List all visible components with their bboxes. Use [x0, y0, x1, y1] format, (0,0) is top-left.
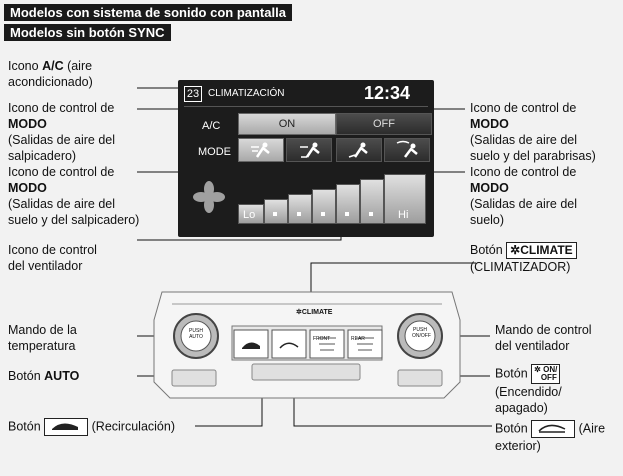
fan-hi-label: Hi: [398, 209, 409, 221]
push-auto-text: PUSH AUTO: [189, 328, 203, 340]
screen-time: 12:34: [364, 83, 411, 103]
push-onoff-text: PUSH ON/OFF: [412, 327, 431, 339]
header-models-no-sync: Modelos sin botón SYNC: [4, 24, 171, 41]
zone-number: 23: [184, 86, 202, 102]
leader-climate: [310, 262, 476, 301]
fan-level-6[interactable]: [360, 179, 384, 224]
label-onoff-btn: Botón ✲ ON/ OFF (Encendido/apagado): [495, 364, 562, 415]
ac-on-button[interactable]: ON: [238, 113, 336, 135]
fan-dot-2: [273, 212, 277, 216]
screen-title: CLIMATIZACIÓN: [208, 88, 285, 99]
fan-dot-3: [297, 212, 301, 216]
control-panel: [153, 291, 461, 399]
fan-lo-label: Lo: [243, 209, 256, 221]
front-defrost-button[interactable]: [310, 330, 344, 358]
dash-vent-icon: [251, 142, 270, 158]
label-climate-btn: Botón ✲CLIMATE (CLIMATIZADOR): [470, 242, 577, 275]
fresh-air-icon: [531, 420, 576, 438]
fan-level-3[interactable]: [288, 194, 312, 224]
panel-climate-label: ✲CLIMATE: [296, 309, 333, 316]
ac-off-button[interactable]: OFF: [336, 113, 432, 135]
fan-level-5[interactable]: [336, 184, 360, 224]
climate-icon: ✲CLIMATE: [506, 242, 577, 260]
temperature-knob[interactable]: [172, 312, 220, 360]
front-defrost-text: FRONT: [313, 336, 331, 342]
rear-defrost-button[interactable]: [348, 330, 382, 358]
fan-icon: [193, 181, 225, 213]
mode-floor-dash-button[interactable]: [286, 138, 332, 162]
mode-label: MODE: [198, 146, 231, 158]
on-off-icon: ✲ ON/ OFF: [531, 364, 561, 384]
floor-windshield-vent-icon: [396, 140, 418, 158]
screen-divider: [184, 106, 428, 107]
panel-button-row: [233, 329, 383, 359]
recirculation-button[interactable]: [234, 330, 268, 358]
ac-label: A/C: [202, 120, 221, 132]
climate-screen: 23 CLIMATIZACIÓN 12:34 A/C ON OFF MODE: [178, 80, 434, 237]
fan-control-knob[interactable]: [396, 312, 444, 360]
mode-floor-button[interactable]: [336, 138, 382, 162]
fan-level-hi[interactable]: [384, 174, 426, 224]
rear-defrost-text: REAR: [351, 336, 365, 342]
fresh-air-button[interactable]: [272, 330, 306, 358]
mode-floor-windshield-button[interactable]: [384, 138, 430, 162]
label-recirc-btn: Botón (Recirculación): [8, 418, 175, 436]
fan-dot-6: [369, 212, 373, 216]
fan-dot-5: [345, 212, 349, 216]
fan-level-2[interactable]: [264, 199, 288, 224]
label-auto-btn: Botón AUTO: [8, 369, 80, 383]
mode-dash-button[interactable]: [238, 138, 284, 162]
recirculation-icon: [44, 418, 89, 436]
fan-level-lo[interactable]: [238, 204, 264, 224]
floor-dash-vent-icon: [300, 142, 320, 158]
fan-level-4[interactable]: [312, 189, 336, 224]
fan-dot-4: [321, 212, 325, 216]
floor-vent-icon: [348, 142, 368, 158]
header-models-display: Modelos con sistema de sonido con pantal…: [4, 4, 292, 21]
